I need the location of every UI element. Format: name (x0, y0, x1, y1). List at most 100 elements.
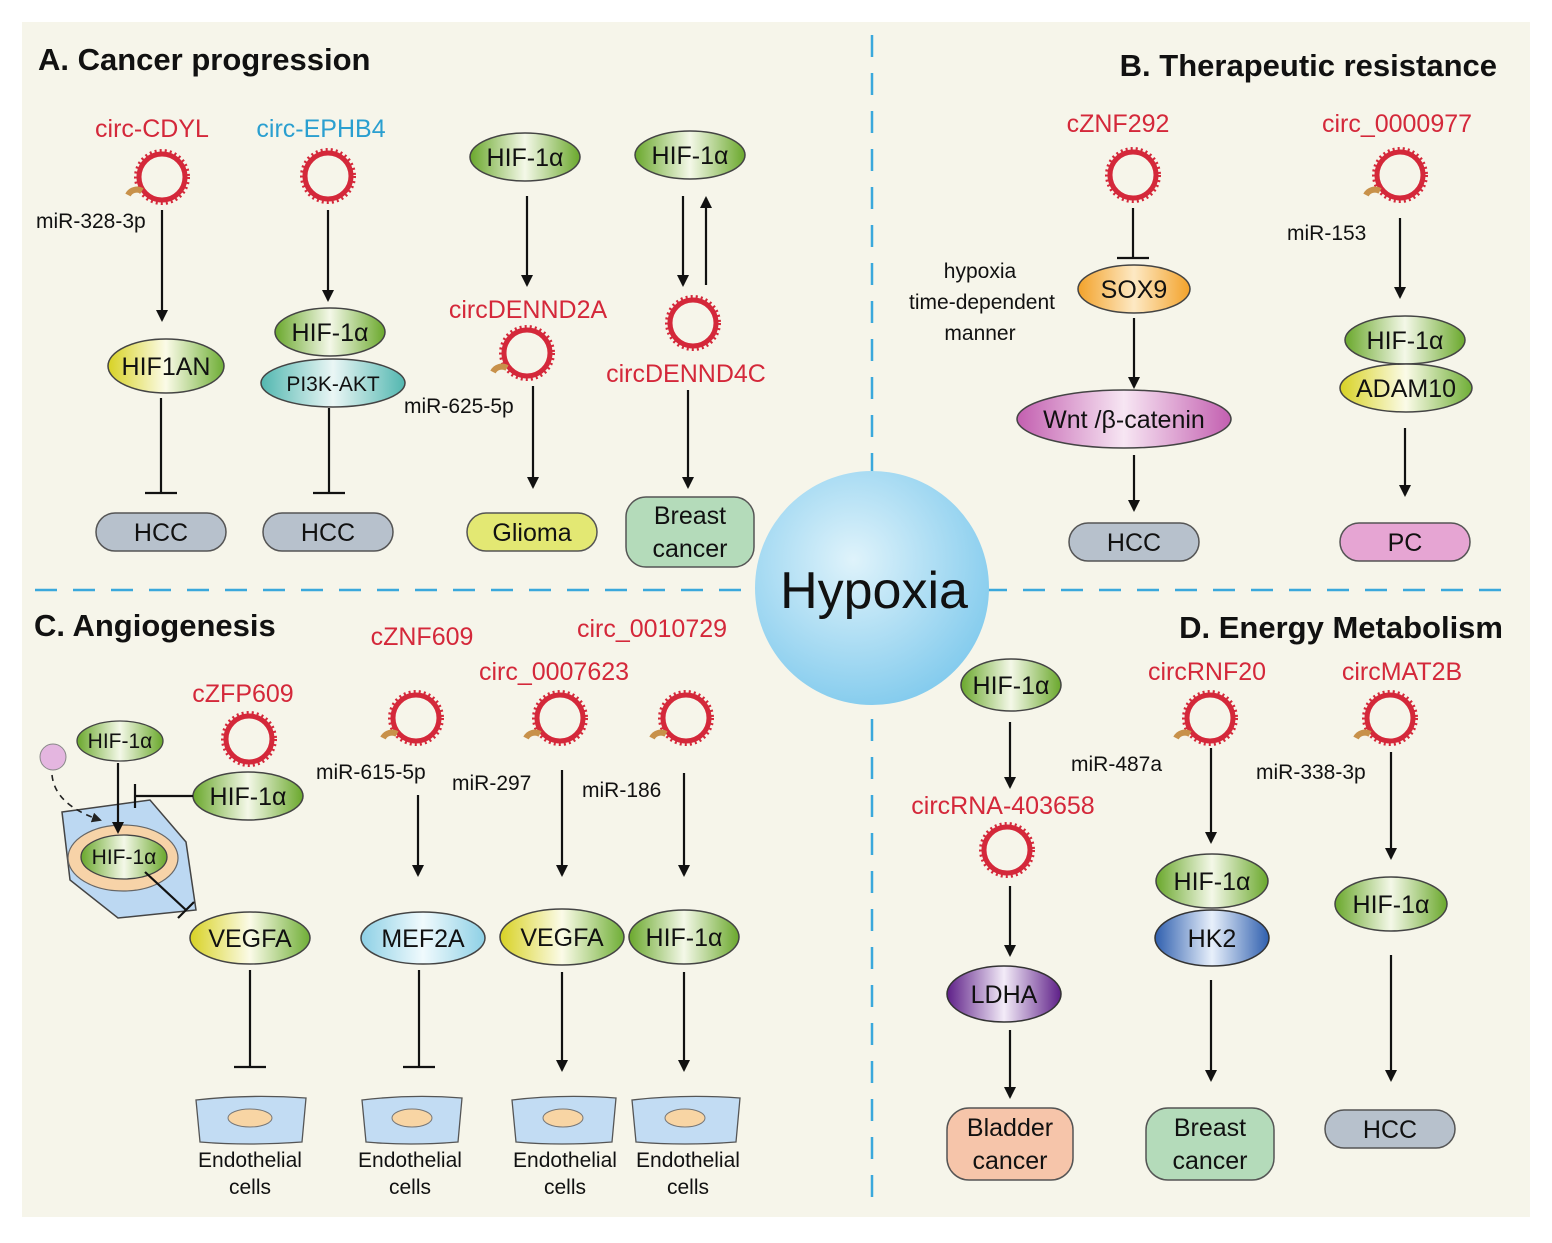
vegfa-node-c1 (189, 911, 311, 965)
breast-cancer-node-d (1145, 1107, 1275, 1181)
mir-153-label: miR-153 (1287, 222, 1366, 245)
inhibit-hif-vegfa (144, 871, 187, 911)
circrna-403658-label: circRNA-403658 (911, 792, 1094, 820)
endothelial-label-1b: cells (229, 1176, 271, 1199)
circ-0007623-ring-icon (523, 690, 588, 746)
hif1a-node-d1 (960, 658, 1062, 712)
endothelial-label-3b: cells (544, 1176, 586, 1199)
ldha-node (946, 965, 1062, 1023)
ldha-label: LDHA (971, 981, 1038, 1009)
hcc-node-b (1068, 522, 1200, 562)
mir-615-label: miR-615-5p (316, 761, 426, 784)
sox9-node (1077, 264, 1191, 314)
hif1a-node-c2 (628, 909, 740, 965)
hcc-node-d (1324, 1109, 1456, 1149)
hk2-label: HK2 (1188, 925, 1237, 953)
circrnf20-ring-icon (1173, 690, 1238, 746)
circ-0010729-label: circ_0010729 (577, 615, 727, 643)
circ-0010729-ring-icon (649, 690, 714, 746)
circrna-403658-ring-icon (979, 822, 1035, 878)
endothelial-cell-icon-1 (195, 1095, 307, 1145)
endothelial-cell-icon-2 (361, 1095, 463, 1145)
cznf609-label: cZNF609 (371, 623, 474, 651)
hif1a-label-d1: HIF-1α (973, 672, 1050, 700)
hif1a-label-a3: HIF-1α (652, 142, 729, 170)
hcc-label-d: HCC (1363, 1116, 1417, 1144)
cznf292-label: cZNF292 (1067, 110, 1170, 138)
hif1a-label-c2: HIF-1α (646, 924, 723, 952)
cznf609-ring-icon (380, 690, 444, 746)
glioma-node (466, 512, 598, 552)
pi3k-akt-label: PI3K-AKT (286, 373, 380, 396)
hk2-node (1154, 909, 1270, 967)
circ-0000977-ring-icon (1363, 147, 1428, 203)
circmat2b-ring-icon (1353, 690, 1418, 746)
breast-label-d1: Breast (1174, 1114, 1246, 1142)
mir-625-label: miR-625-5p (404, 395, 514, 418)
wnt-label: Wnt /β-catenin (1043, 406, 1205, 434)
breast-label-a1: Breast (654, 502, 726, 530)
hif1an-node (107, 338, 225, 394)
note-hypoxia: hypoxia (944, 260, 1017, 283)
hif1a-label-a2: HIF-1α (487, 144, 564, 172)
breast-label-d2: cancer (1172, 1147, 1247, 1175)
endothelial-label-4a: Endothelial (636, 1149, 740, 1172)
hif1a-label-c-cyto: HIF-1α (88, 730, 153, 753)
mef2a-node (360, 911, 486, 965)
circ-dennd4c-ring-icon (665, 295, 721, 351)
circ-0000977-label: circ_0000977 (1322, 110, 1472, 138)
vesicle-icon (39, 743, 67, 771)
breast-label-a2: cancer (652, 535, 727, 563)
hif1a-label-b: HIF-1α (1367, 327, 1444, 355)
hif1a-node-a1 (274, 307, 386, 357)
mir-186-label: miR-186 (582, 779, 661, 802)
hypoxia-sphere (755, 471, 989, 705)
hcc-node-a1 (95, 512, 227, 552)
circ-dennd2a-ring-icon (490, 325, 555, 381)
dashed-arrow-vesicle-cell (51, 774, 102, 823)
vegfa-node-c2 (499, 908, 625, 966)
hcc-label-a2: HCC (301, 519, 355, 547)
circrnf20-label: circRNF20 (1148, 658, 1266, 686)
czfp609-ring-icon (221, 711, 277, 767)
hif1a-node-c-cyto (76, 720, 164, 762)
hif1a-label-d2: HIF-1α (1174, 868, 1251, 896)
circ-dennd4c-label: circDENND4C (606, 360, 766, 388)
section-c-title: C. Angiogenesis (34, 608, 276, 643)
mir-297-label: miR-297 (452, 772, 531, 795)
endothelial-label-2b: cells (389, 1176, 431, 1199)
hif1a-node-a2 (469, 132, 581, 182)
hif1a-node-c-nucleus (80, 834, 168, 880)
pc-label: PC (1388, 529, 1423, 557)
endothelial-label-3a: Endothelial (513, 1149, 617, 1172)
section-a-title: A. Cancer progression (38, 42, 370, 77)
circ-0007623-label: circ_0007623 (479, 658, 629, 686)
endothelial-cell-icon-4 (631, 1095, 741, 1145)
adam10-label: ADAM10 (1356, 375, 1456, 403)
hcc-node-a2 (262, 512, 394, 552)
hcc-label-a1: HCC (134, 519, 188, 547)
mir-487a-label: miR-487a (1071, 753, 1162, 776)
circmat2b-label: circMAT2B (1342, 658, 1462, 686)
hif1a-label-c-zfp: HIF-1α (210, 783, 287, 811)
section-d-title: D. Energy Metabolism (1179, 610, 1503, 645)
hif1a-node-d2 (1155, 853, 1269, 909)
adam10-node (1339, 363, 1473, 413)
endothelial-cell-icon-3 (511, 1095, 617, 1145)
section-b-title: B. Therapeutic resistance (1120, 48, 1497, 83)
hif1a-label-c-nucleus: HIF-1α (92, 846, 157, 869)
glioma-label: Glioma (492, 519, 571, 547)
bladder-label-1: Bladder (967, 1114, 1053, 1142)
vegfa-label-c2: VEGFA (520, 924, 604, 952)
endothelial-label-4b: cells (667, 1176, 709, 1199)
breast-cancer-node-a (625, 496, 755, 568)
hif1a-node-d3 (1334, 876, 1448, 932)
note-manner: manner (944, 322, 1015, 345)
hif1a-label-d3: HIF-1α (1353, 891, 1430, 919)
circ-cdyl-ring-icon (125, 149, 190, 205)
hypoxia-label: Hypoxia (780, 562, 968, 620)
bladder-label-2: cancer (972, 1147, 1047, 1175)
czfp609-label: cZFP609 (192, 680, 293, 708)
